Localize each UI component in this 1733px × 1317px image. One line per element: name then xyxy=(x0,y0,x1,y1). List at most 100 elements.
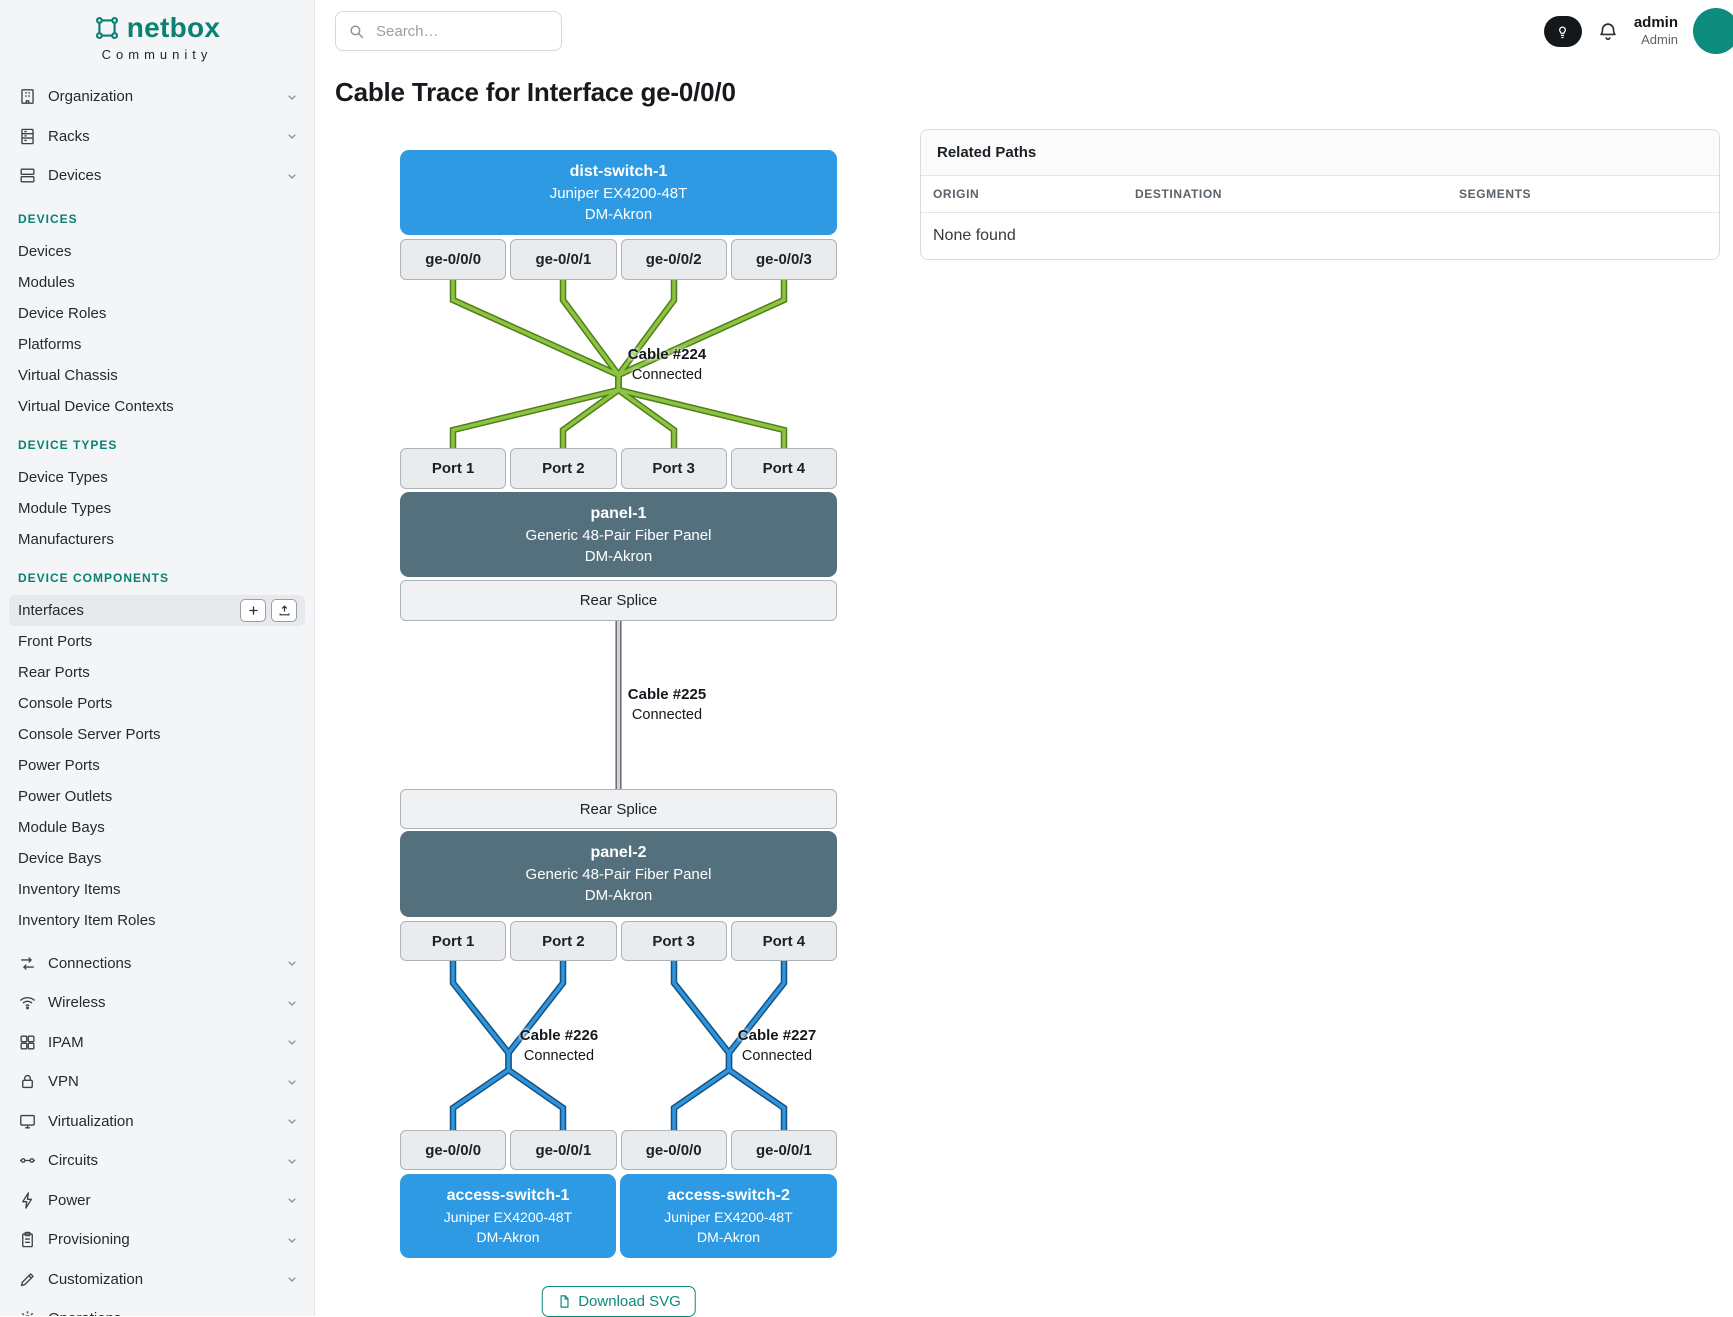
lock-icon xyxy=(18,1072,37,1091)
bolt-icon xyxy=(18,1191,37,1210)
related-paths-empty-state: None found xyxy=(933,227,1016,244)
sidebar-group-provisioning[interactable]: Provisioning xyxy=(0,1220,314,1260)
sidebar-group-virtualization[interactable]: Virtualization xyxy=(0,1102,314,1142)
trace-device-access-switch-2[interactable]: access-switch-2 Juniper EX4200-48T DM-Ak… xyxy=(620,1174,837,1258)
cable-225-label[interactable]: Cable #225 Connected xyxy=(627,686,707,723)
sidebar-group-operations[interactable]: Operations xyxy=(0,1299,314,1316)
panel-2-port-2: Port 2 xyxy=(510,921,617,961)
clipboard-icon xyxy=(18,1230,37,1249)
sidebar-item-power-ports[interactable]: Power Ports xyxy=(18,756,100,774)
sidebar-item-modules[interactable]: Modules xyxy=(18,273,75,291)
panel-1-port-1: Port 1 xyxy=(400,448,507,489)
sidebar-group-ipam[interactable]: IPAM xyxy=(0,1023,314,1063)
download-svg-button[interactable]: Download SVG xyxy=(541,1286,696,1317)
cable-227-label[interactable]: Cable #227 Connected xyxy=(737,1027,817,1064)
sidebar-item-inventory-item-roles[interactable]: Inventory Item Roles xyxy=(18,911,156,929)
sidebar-item-power-outlets[interactable]: Power Outlets xyxy=(18,787,113,805)
sidebar-item-devices[interactable]: Devices xyxy=(18,242,72,260)
trace-device-access-switch-1[interactable]: access-switch-1 Juniper EX4200-48T DM-Ak… xyxy=(400,1174,616,1258)
circuit-icon xyxy=(18,1151,37,1170)
sidebar-item-device-types[interactable]: Device Types xyxy=(18,468,108,486)
dist-switch-ports: ge-0/0/0 ge-0/0/1 ge-0/0/2 ge-0/0/3 xyxy=(400,239,837,280)
theme-toggle-button[interactable] xyxy=(1543,15,1582,47)
sidebar-group-devices[interactable]: Devices xyxy=(0,156,314,196)
search-input[interactable] xyxy=(374,21,549,41)
sidebar-item-virtual-chassis[interactable]: Virtual Chassis xyxy=(18,366,118,384)
trace-device-panel-2[interactable]: panel-2 Generic 48-Pair Fiber Panel DM-A… xyxy=(400,831,837,917)
panel-2-rear-splice: Rear Splice xyxy=(400,789,837,829)
access-switch-ports: ge-0/0/0 ge-0/0/1 ge-0/0/0 ge-0/0/1 xyxy=(400,1130,837,1170)
chevron-down-icon xyxy=(284,1192,300,1208)
main-content: admin Admin Cable Trace for Interface ge… xyxy=(315,0,1733,1317)
netbox-logo-icon xyxy=(94,15,120,41)
sidebar-item-module-types[interactable]: Module Types xyxy=(18,499,112,517)
sidebar-group-wireless[interactable]: Wireless xyxy=(0,983,314,1023)
cable-226-label[interactable]: Cable #226 Connected xyxy=(519,1027,599,1064)
sidebar-item-device-bays[interactable]: Device Bays xyxy=(18,849,102,867)
cross-arrows-icon xyxy=(18,954,37,973)
page-title: Cable Trace for Interface ge-0/0/0 xyxy=(335,77,736,107)
sidebar-item-platforms[interactable]: Platforms xyxy=(18,335,82,353)
rack-icon xyxy=(18,127,37,146)
netbox-brand[interactable]: netbox Community xyxy=(0,0,314,65)
cable-trace-svg xyxy=(449,280,788,1130)
trace-device-dist-switch-1[interactable]: dist-switch-1 Juniper EX4200-48T DM-Akro… xyxy=(400,150,837,235)
access-2-port-ge-0-0-0: ge-0/0/0 xyxy=(620,1130,727,1170)
chevron-down-icon xyxy=(284,128,300,144)
sidebar-item-device-roles[interactable]: Device Roles xyxy=(18,304,107,322)
sidebar: netbox Community Organization Racks Devi… xyxy=(0,0,315,1316)
access-1-port-ge-0-0-1: ge-0/0/1 xyxy=(510,1130,617,1170)
chevron-down-icon xyxy=(284,1074,300,1090)
sidebar-item-manufacturers[interactable]: Manufacturers xyxy=(18,530,114,548)
sidebar-item-module-bays[interactable]: Module Bays xyxy=(18,818,105,836)
panel-2-port-1: Port 1 xyxy=(400,921,507,961)
brand-subtitle: Community xyxy=(101,47,213,62)
port-ge-0-0-3: ge-0/0/3 xyxy=(730,239,837,280)
wifi-icon xyxy=(18,993,37,1012)
sidebar-nav: Organization Racks Devices DEVICES Devic… xyxy=(0,77,314,1316)
panel-1-port-3: Port 3 xyxy=(620,448,727,489)
chevron-down-icon xyxy=(284,1311,300,1316)
panel-2-port-4: Port 4 xyxy=(730,921,837,961)
avatar[interactable] xyxy=(1693,8,1733,54)
chevron-down-icon xyxy=(284,89,300,105)
plus-icon xyxy=(247,604,260,617)
upload-icon xyxy=(278,604,291,617)
bell-icon xyxy=(1597,20,1619,42)
trace-device-panel-1[interactable]: panel-1 Generic 48-Pair Fiber Panel DM-A… xyxy=(400,492,837,577)
user-menu[interactable]: admin Admin xyxy=(1634,14,1678,48)
panel-1-rear-splice: Rear Splice xyxy=(400,580,837,621)
building-icon xyxy=(18,87,37,106)
search-icon xyxy=(348,23,365,40)
sidebar-item-console-ports[interactable]: Console Ports xyxy=(18,694,113,712)
sidebar-group-customization[interactable]: Customization xyxy=(0,1260,314,1300)
interfaces-quick-actions xyxy=(240,598,297,622)
sidebar-group-connections[interactable]: Connections xyxy=(0,944,314,984)
sidebar-item-console-server-ports[interactable]: Console Server Ports xyxy=(18,725,161,743)
notifications-button[interactable] xyxy=(1597,20,1619,42)
chevron-down-icon xyxy=(284,1113,300,1129)
add-interface-button[interactable] xyxy=(240,598,266,622)
sidebar-group-organization[interactable]: Organization xyxy=(0,77,314,117)
column-destination: DESTINATION xyxy=(1135,187,1223,201)
cable-224-label[interactable]: Cable #224 Connected xyxy=(627,346,707,383)
sidebar-item-virtual-device-contexts[interactable]: Virtual Device Contexts xyxy=(18,397,174,415)
sidebar-group-power[interactable]: Power xyxy=(0,1181,314,1221)
import-interfaces-button[interactable] xyxy=(271,598,297,622)
panel-1-port-4: Port 4 xyxy=(730,448,837,489)
chevron-down-icon xyxy=(284,1232,300,1248)
port-ge-0-0-0: ge-0/0/0 xyxy=(400,239,507,280)
sidebar-group-racks[interactable]: Racks xyxy=(0,117,314,157)
sidebar-item-interfaces-label: Interfaces xyxy=(18,601,84,619)
sidebar-item-rear-ports[interactable]: Rear Ports xyxy=(18,663,90,681)
column-origin: ORIGIN xyxy=(933,187,980,201)
panel-2-front-ports: Port 1 Port 2 Port 3 Port 4 xyxy=(400,921,837,961)
sidebar-item-front-ports[interactable]: Front Ports xyxy=(18,632,93,650)
sidebar-item-interfaces[interactable]: Interfaces xyxy=(9,594,305,626)
port-ge-0-0-1: ge-0/0/1 xyxy=(510,239,617,280)
sidebar-group-vpn[interactable]: VPN xyxy=(0,1062,314,1102)
sidebar-item-inventory-items[interactable]: Inventory Items xyxy=(18,880,121,898)
section-title-device-types: DEVICE TYPES xyxy=(18,437,118,452)
panel-1-front-ports: Port 1 Port 2 Port 3 Port 4 xyxy=(400,448,837,489)
sidebar-group-circuits[interactable]: Circuits xyxy=(0,1141,314,1181)
